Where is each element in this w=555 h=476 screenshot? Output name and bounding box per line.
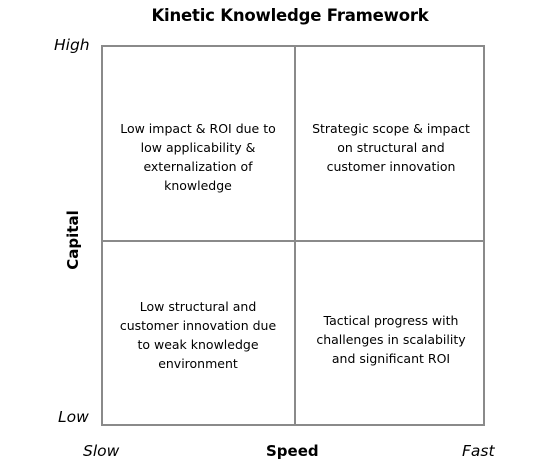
- y-axis-title: Capital: [64, 210, 82, 270]
- quadrant-bottom-right-text: Tactical progress with challenges in sca…: [316, 313, 466, 366]
- quadrant-top-right-text: Strategic scope & impact on structural a…: [312, 121, 470, 174]
- quadrant-grid: Low impact & ROI due to low applicabilit…: [101, 45, 485, 426]
- quadrant-bottom-left-text: Low structural and customer innovation d…: [119, 299, 277, 371]
- diagram-title: Kinetic Knowledge Framework: [151, 6, 429, 25]
- x-axis-low-label: Slow: [83, 442, 120, 460]
- quadrant-top-left-text: Low impact & ROI due to low applicabilit…: [120, 121, 276, 193]
- y-axis-high-label: High: [54, 36, 90, 54]
- x-axis-high-label: Fast: [462, 442, 495, 460]
- horizontal-divider: [103, 240, 483, 242]
- vertical-divider: [294, 47, 296, 424]
- x-axis-title: Speed: [266, 442, 319, 460]
- y-axis-low-label: Low: [58, 408, 89, 426]
